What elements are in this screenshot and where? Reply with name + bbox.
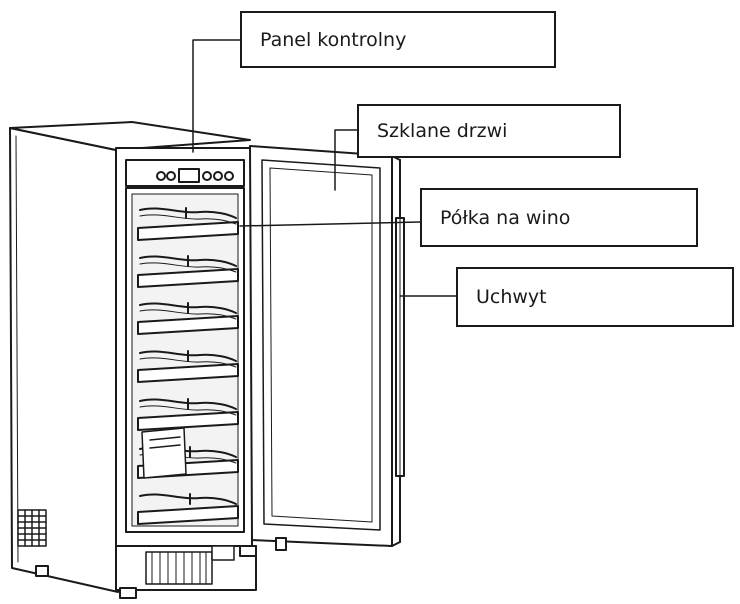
control-button-icon — [213, 171, 223, 181]
leader-line-glass-door — [334, 129, 358, 191]
callout-glass-door-label: Szklane drzwi — [377, 120, 508, 142]
foot — [119, 587, 137, 599]
callout-handle-label: Uchwyt — [476, 286, 547, 308]
door-hinge — [239, 545, 257, 557]
wine-shelf — [137, 207, 239, 241]
control-button-icon — [224, 171, 234, 181]
control-button-icon — [156, 171, 166, 181]
callout-glass-door: Szklane drzwi — [357, 104, 621, 158]
leader-line-control-panel — [192, 39, 241, 153]
glass-door — [239, 145, 401, 557]
fan-housing — [141, 427, 187, 479]
callout-handle: Uchwyt — [456, 267, 734, 327]
door-handle — [395, 217, 405, 477]
display-screen — [178, 168, 200, 183]
leader-line-wine-shelf — [239, 221, 421, 227]
control-button-icon — [202, 171, 212, 181]
wine-shelf — [137, 255, 239, 288]
foot — [35, 565, 49, 577]
control-button-icon — [166, 171, 176, 181]
control-panel — [125, 159, 245, 187]
wine-shelf — [137, 398, 239, 431]
callout-control-panel: Panel kontrolny — [240, 11, 556, 68]
side-vent-grille — [17, 509, 47, 547]
wine-shelf — [137, 302, 239, 335]
wine-shelf — [137, 350, 239, 383]
wine-shelf — [137, 493, 239, 525]
cabinet-side — [9, 121, 251, 593]
callout-wine-shelf: Półka na wino — [420, 188, 698, 247]
door-hinge — [275, 537, 287, 551]
cabinet-front-frame — [115, 147, 253, 547]
callout-wine-shelf-label: Półka na wino — [440, 206, 571, 229]
callout-control-panel-label: Panel kontrolny — [260, 28, 407, 51]
leader-lines — [192, 39, 457, 297]
cabinet-base — [35, 545, 257, 599]
